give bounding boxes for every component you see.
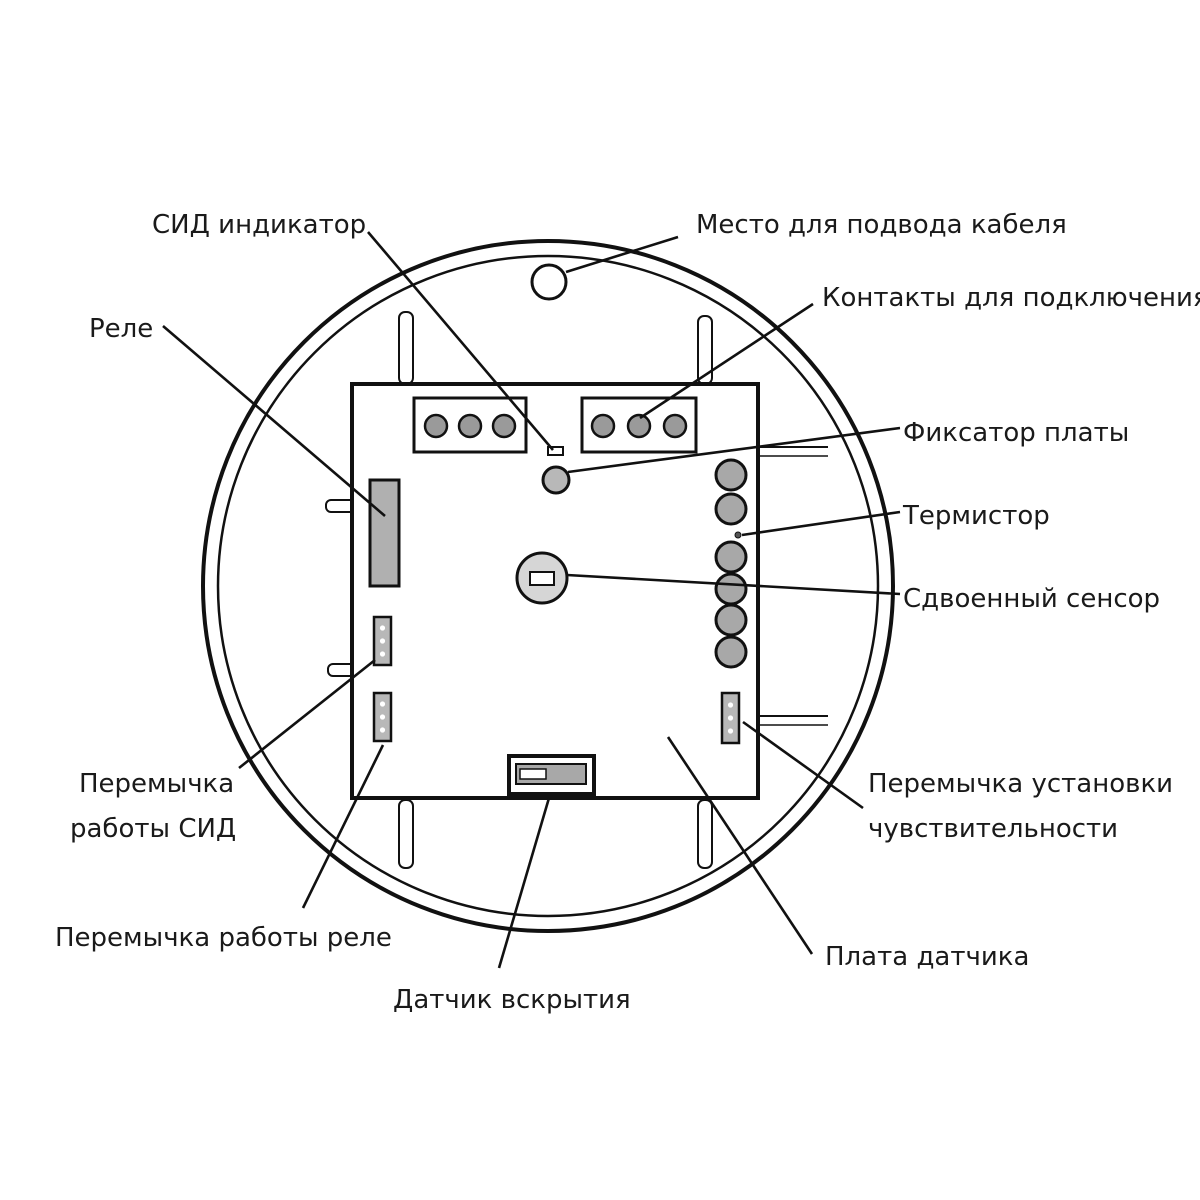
led-jumper-component <box>372 615 393 667</box>
terminal-screw <box>662 413 688 439</box>
component-cylinder <box>714 458 748 492</box>
leader-tamper <box>497 797 551 969</box>
label-board: Плата датчика <box>825 942 1029 972</box>
jumper-pin <box>379 727 386 733</box>
labels: СИД индикатор Место для подвода кабеля Р… <box>55 210 1200 1015</box>
label-terminals: Контакты для подключения <box>822 283 1200 313</box>
relay-jumper-component <box>372 691 393 743</box>
leader-board-latch <box>567 426 901 474</box>
jumper-pin <box>379 625 386 631</box>
leader-dual-sensor <box>566 573 901 596</box>
housing-inner-ring <box>216 254 880 918</box>
label-cable-entry: Место для подвода кабеля <box>696 210 1067 240</box>
label-sensitivity-jumper-line2: чувствительности <box>868 814 1118 844</box>
right-component-column <box>714 458 748 669</box>
board-latch-component <box>541 465 571 495</box>
housing-outer-ring <box>201 239 895 933</box>
terminal-screw <box>491 413 517 439</box>
tamper-slider <box>519 768 547 780</box>
jumper-pin <box>727 715 734 721</box>
jumper-pin <box>379 714 386 720</box>
relay-component <box>368 478 401 588</box>
component-cylinder <box>714 572 748 606</box>
leader-cable-entry <box>565 235 679 274</box>
terminal-screw <box>423 413 449 439</box>
label-led-indicator: СИД индикатор <box>152 210 366 240</box>
component-cylinder <box>714 492 748 526</box>
label-led-jumper-line1: Перемычка <box>79 769 234 799</box>
label-tamper: Датчик вскрытия <box>393 985 631 1015</box>
label-led-jumper-line2: работы СИД <box>70 814 236 844</box>
label-relay-jumper: Перемычка работы реле <box>55 923 392 953</box>
terminal-screw <box>457 413 483 439</box>
terminal-screw <box>626 413 652 439</box>
jumper-pin <box>379 701 386 707</box>
jumper-pin <box>379 638 386 644</box>
led-component <box>547 446 564 456</box>
sensor-window <box>529 571 555 586</box>
jumper-pin <box>727 702 734 708</box>
leader-relay-jumper <box>301 744 385 909</box>
label-board-latch: Фиксатор платы <box>903 418 1129 448</box>
housing-slot <box>697 799 713 869</box>
sensor-board <box>350 382 760 800</box>
label-sensitivity-jumper-line1: Перемычка установки <box>868 769 1173 799</box>
leader-sensitivity-jumper <box>742 720 864 810</box>
housing-slot <box>398 311 414 385</box>
terminal-screw <box>590 413 616 439</box>
label-thermistor: Термистор <box>902 501 1050 531</box>
tamper-switch-component <box>507 754 596 796</box>
terminal-block-right <box>580 396 698 454</box>
jumper-pin <box>379 651 386 657</box>
leader-led-indicator <box>367 231 554 451</box>
housing-slot <box>398 799 414 869</box>
terminal-block-left <box>412 396 528 454</box>
leader-lines <box>162 231 901 969</box>
component-cylinder <box>714 635 748 669</box>
leader-led-jumper <box>238 658 376 770</box>
component-cylinder <box>714 603 748 637</box>
sensitivity-jumper-component <box>720 691 741 745</box>
thermistor-component <box>734 531 742 539</box>
cable-entry-hole <box>530 263 568 301</box>
leader-relay <box>162 325 386 517</box>
leader-terminals <box>639 302 814 420</box>
leader-thermistor <box>741 510 901 537</box>
leader-board <box>666 736 814 955</box>
component-cylinder <box>714 540 748 574</box>
label-dual-sensor: Сдвоенный сенсор <box>903 584 1160 614</box>
label-relay: Реле <box>89 314 153 344</box>
jumper-pin <box>727 728 734 734</box>
dual-sensor-component <box>515 551 569 605</box>
